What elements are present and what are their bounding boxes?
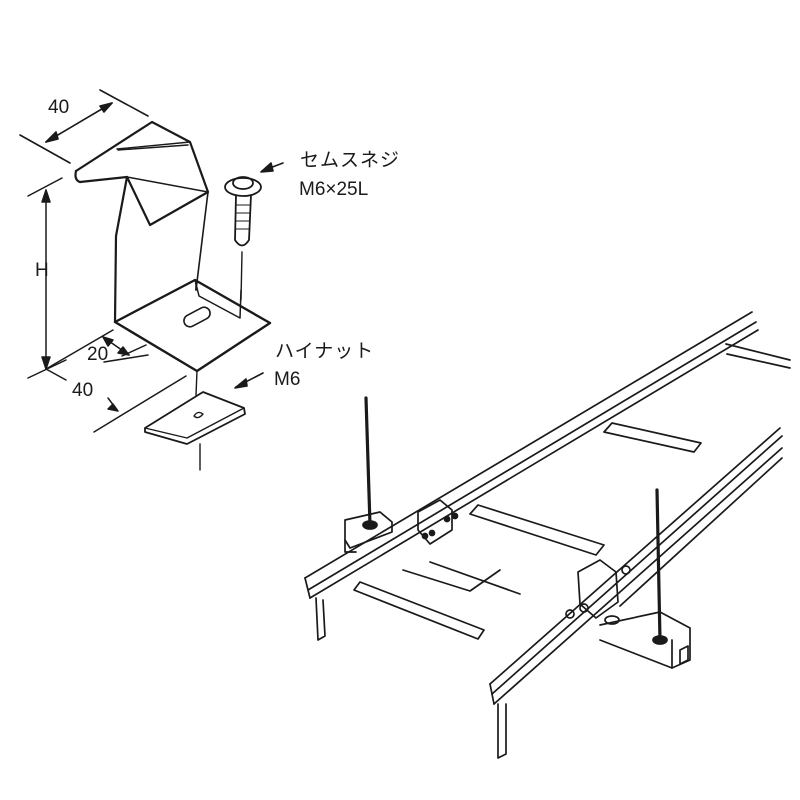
nut-plate-icon bbox=[144, 370, 246, 471]
bracket-hood-lines bbox=[117, 144, 209, 193]
screw-icon bbox=[224, 176, 262, 301]
splice-plate-back bbox=[417, 499, 459, 545]
callout-nut-spec: M6 bbox=[274, 369, 301, 390]
bracket-base bbox=[113, 278, 272, 373]
hanger-rod-right bbox=[655, 488, 662, 642]
dimension-label-base-width: 40 bbox=[72, 380, 94, 401]
splice-plate-front bbox=[565, 559, 631, 619]
rod-nut-right bbox=[652, 635, 668, 645]
dimension-base bbox=[45, 329, 187, 433]
callout-screw-spec: M6×25L bbox=[299, 179, 369, 200]
bracket-illustration bbox=[19, 89, 284, 471]
rod-nut-left bbox=[362, 520, 378, 530]
callout-screw-name: セムスネジ bbox=[300, 149, 401, 171]
support-block-left bbox=[344, 511, 393, 553]
dimension-label-height: H bbox=[35, 260, 49, 281]
ladder-rail-front bbox=[489, 427, 783, 759]
dimension-label-base-offset: 20 bbox=[87, 344, 109, 365]
bracket-body bbox=[74, 120, 210, 227]
callout-nut-name: ハイナット bbox=[275, 340, 375, 362]
cable-ladder-illustration bbox=[304, 311, 791, 759]
ladder-rail-back bbox=[304, 311, 759, 641]
support-channel bbox=[599, 611, 691, 669]
ladder-rungs bbox=[353, 343, 791, 640]
screw-leader-arrow bbox=[260, 162, 284, 173]
nut-leader-arrow bbox=[234, 372, 264, 389]
dimension-label-top-width: 40 bbox=[48, 97, 70, 118]
dimension-top-width bbox=[19, 89, 149, 164]
hanger-rod-left bbox=[364, 396, 372, 527]
